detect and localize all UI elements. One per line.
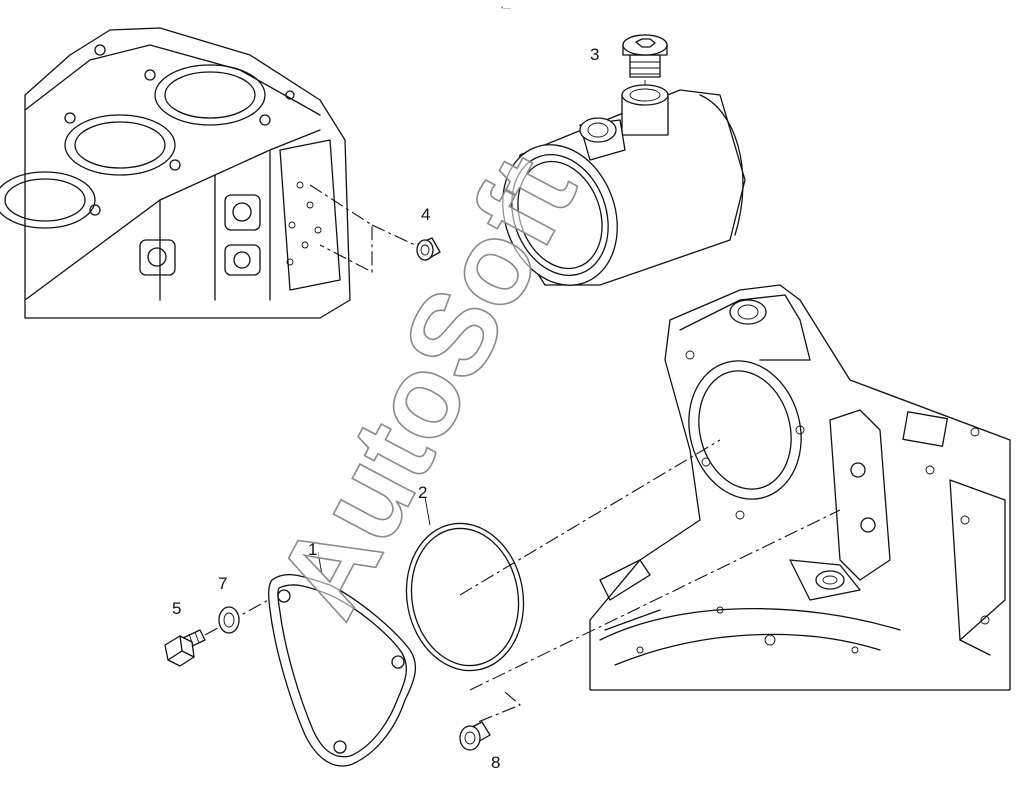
leader-line-item-4	[309, 184, 373, 273]
part-3-threaded-plug	[622, 34, 668, 78]
leader-item-2	[424, 496, 431, 526]
centerline-lower	[469, 509, 841, 691]
leader-line-item-8	[477, 691, 522, 723]
part-1-cover-plate	[268, 573, 417, 767]
leader-item-1	[317, 551, 323, 576]
flywheel-housing-illustration	[589, 284, 1011, 691]
callout-4: 4	[421, 205, 430, 224]
callout-3: 3	[590, 45, 599, 64]
page-marker: •—	[501, 5, 510, 12]
centerline-cover-to-bore	[459, 439, 721, 596]
part-7-washer	[218, 606, 240, 634]
callout-7: 7	[218, 574, 227, 593]
callout-8: 8	[491, 753, 500, 772]
part-5-hex-bolt	[164, 629, 206, 667]
callout-1: 1	[308, 540, 317, 559]
callout-2: 2	[418, 483, 427, 502]
pipe-sleeve-illustration	[502, 84, 746, 286]
engine-block-illustration	[0, 27, 351, 319]
callout-5: 5	[172, 599, 181, 618]
leader-line-item-4-b	[371, 224, 416, 246]
part-4-plug	[416, 237, 441, 261]
part-2-o-ring	[405, 522, 525, 672]
part-8-plug	[459, 721, 491, 751]
